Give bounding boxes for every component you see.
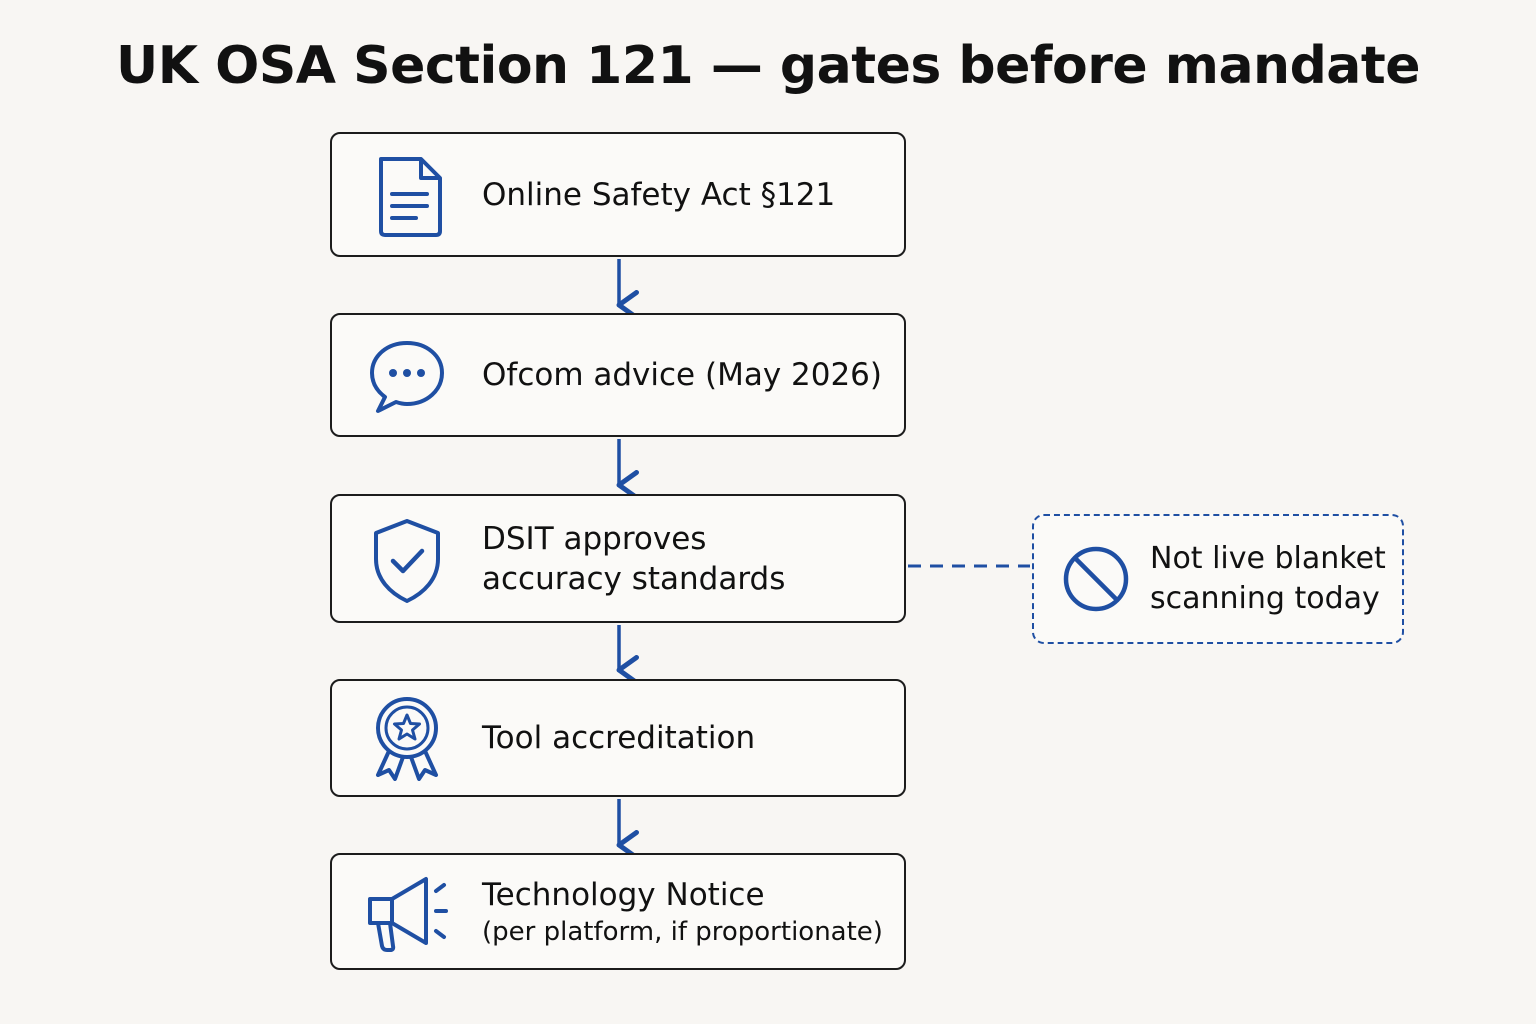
megaphone-icon: [364, 869, 450, 955]
shield-check-icon: [364, 517, 450, 603]
step-label: Online Safety Act §121: [482, 176, 836, 213]
step-tool-accreditation: Tool accreditation: [330, 679, 906, 797]
step-online-safety-act: Online Safety Act §121: [330, 132, 906, 257]
step-label: Ofcom advice (May 2026): [482, 357, 883, 393]
side-note: Not live blanket scanning today: [1032, 514, 1404, 644]
award-badge-icon: [364, 695, 450, 781]
chat-bubble-icon: [364, 334, 450, 420]
step-label-line-2: (per platform, if proportionate): [482, 916, 883, 947]
diagram-title: UK OSA Section 121 — gates before mandat…: [115, 36, 1421, 96]
document-icon: [364, 153, 450, 239]
note-label-line-1: Not live blanket: [1150, 541, 1386, 576]
note-label-line-2: scanning today: [1150, 581, 1380, 616]
step-label-line-2: accuracy standards: [482, 560, 786, 597]
step-label-line-1: Technology Notice: [482, 876, 765, 913]
step-ofcom-advice: Ofcom advice (May 2026): [330, 313, 906, 437]
step-technology-notice: Technology Notice (per platform, if prop…: [330, 853, 906, 970]
prohibited-icon: [1058, 541, 1134, 617]
step-dsit-approves: DSIT approves accuracy standards: [330, 494, 906, 623]
step-label: Tool accreditation: [482, 720, 756, 756]
step-label-line-1: DSIT approves: [482, 520, 707, 557]
